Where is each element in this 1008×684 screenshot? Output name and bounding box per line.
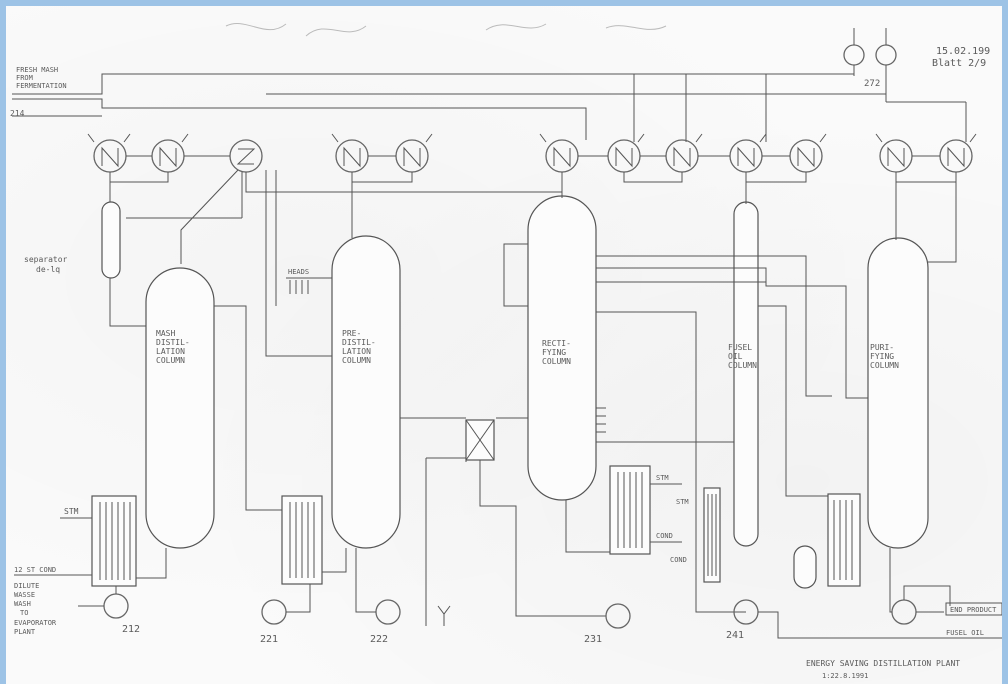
fusel-oil-column: [733, 201, 759, 547]
column-5-line-2: FYING: [870, 352, 894, 361]
footer-title: ENERGY SAVING DISTILLATION PLANT: [806, 659, 960, 668]
diagram-sheet: 15.02.199 Blatt 2/9 272 FRESH MASH FROM …: [6, 6, 1002, 684]
outlet-y: [437, 605, 451, 626]
date-label: 15.02.199: [936, 46, 990, 57]
reboiler-5: [827, 493, 861, 587]
cond-label-1: COND: [656, 532, 673, 540]
header-pipes: [12, 73, 967, 142]
separator-vessel: [101, 201, 121, 279]
condenser-row: [87, 133, 977, 173]
column-1-line-3: LATION: [156, 347, 185, 356]
reboiler-3: [609, 465, 651, 555]
column-3-line-2: FYING: [542, 348, 566, 357]
dilute-label-1: DILUTE: [14, 582, 39, 590]
tag-222: 222: [370, 634, 388, 645]
reboiler-2: [281, 495, 347, 585]
pump-231: [605, 603, 631, 629]
purifying-column: [867, 237, 929, 549]
column-1-line-4: COLUMN: [156, 356, 185, 365]
column-5-line-1: PURI-: [870, 343, 894, 352]
end-product-box: [945, 602, 1002, 616]
dilute-label-2: WASSE: [14, 591, 35, 599]
column-1-line-1: MASH: [156, 329, 175, 338]
steam-label-3: STM: [676, 498, 689, 506]
column-2-line-2: DISTIL-: [342, 338, 376, 347]
scan-artifacts: [225, 23, 667, 37]
steam-label-1: STM: [64, 507, 79, 516]
feed-tag: 214: [10, 109, 25, 118]
reboiler-1: [91, 495, 167, 587]
pump-212: [78, 586, 129, 619]
dilute-label-3: WASH: [14, 600, 31, 608]
separator-note-2: de-lq: [36, 265, 60, 274]
tag-221: 221: [260, 634, 278, 645]
column-3-line-1: RECTI-: [542, 339, 571, 348]
dilute-label-4: TO: [20, 609, 28, 617]
end-product-label: END PRODUCT: [950, 606, 997, 614]
tag-212: 212: [122, 624, 140, 635]
column-2-line-1: PRE-: [342, 329, 361, 338]
fresh-mash-label-1: FRESH MASH: [16, 66, 58, 74]
cond-label-left: 12 ST COND: [14, 566, 56, 574]
top-pump-1: [843, 28, 865, 76]
reboiler-4: [703, 487, 721, 583]
footer-sub: 1:22.8.1991: [822, 672, 868, 680]
column-4-line-1: FUSEL: [728, 343, 752, 352]
top-pump-tag: 272: [864, 79, 880, 89]
pump-221: [261, 584, 311, 625]
column-2-line-4: COLUMN: [342, 356, 371, 365]
mash-distillation-column: [145, 267, 215, 549]
heads-label: HEADS: [288, 268, 309, 276]
cross-exchanger: [465, 419, 495, 461]
heads-arrows: [286, 277, 332, 294]
top-pump-2: [875, 28, 897, 78]
distillation-flow-diagram: 15.02.199 Blatt 2/9 272 FRESH MASH FROM …: [10, 23, 1002, 680]
separator-note-1: separator: [24, 255, 68, 264]
column-4-line-3: COLUMN: [728, 361, 757, 370]
column-1-line-2: DISTIL-: [156, 338, 190, 347]
column-2-line-3: LATION: [342, 347, 371, 356]
fresh-mash-label-3: FERMENTATION: [16, 82, 67, 90]
fusel-oil-label: FUSEL OIL: [946, 629, 984, 637]
tag-231: 231: [584, 634, 602, 645]
sheet-label: Blatt 2/9: [932, 58, 986, 69]
decanter-vessel: [793, 545, 817, 589]
pump-end: [889, 548, 951, 625]
tag-241: 241: [726, 630, 744, 641]
steam-label-2: STM: [656, 474, 669, 482]
dilute-label-6: PLANT: [14, 628, 36, 636]
column-3-line-3: COLUMN: [542, 357, 571, 366]
pre-distillation-column: [331, 235, 401, 549]
pump-241: [733, 599, 1002, 639]
column-4-line-2: OIL: [728, 352, 743, 361]
cond-label-2: COND: [670, 556, 687, 564]
interconnect-pipes: [214, 170, 868, 626]
dilute-label-5: EVAPORATOR: [14, 619, 57, 627]
column-5-line-3: COLUMN: [870, 361, 899, 370]
pump-222: [355, 548, 401, 625]
fresh-mash-label-2: FROM: [16, 74, 33, 82]
